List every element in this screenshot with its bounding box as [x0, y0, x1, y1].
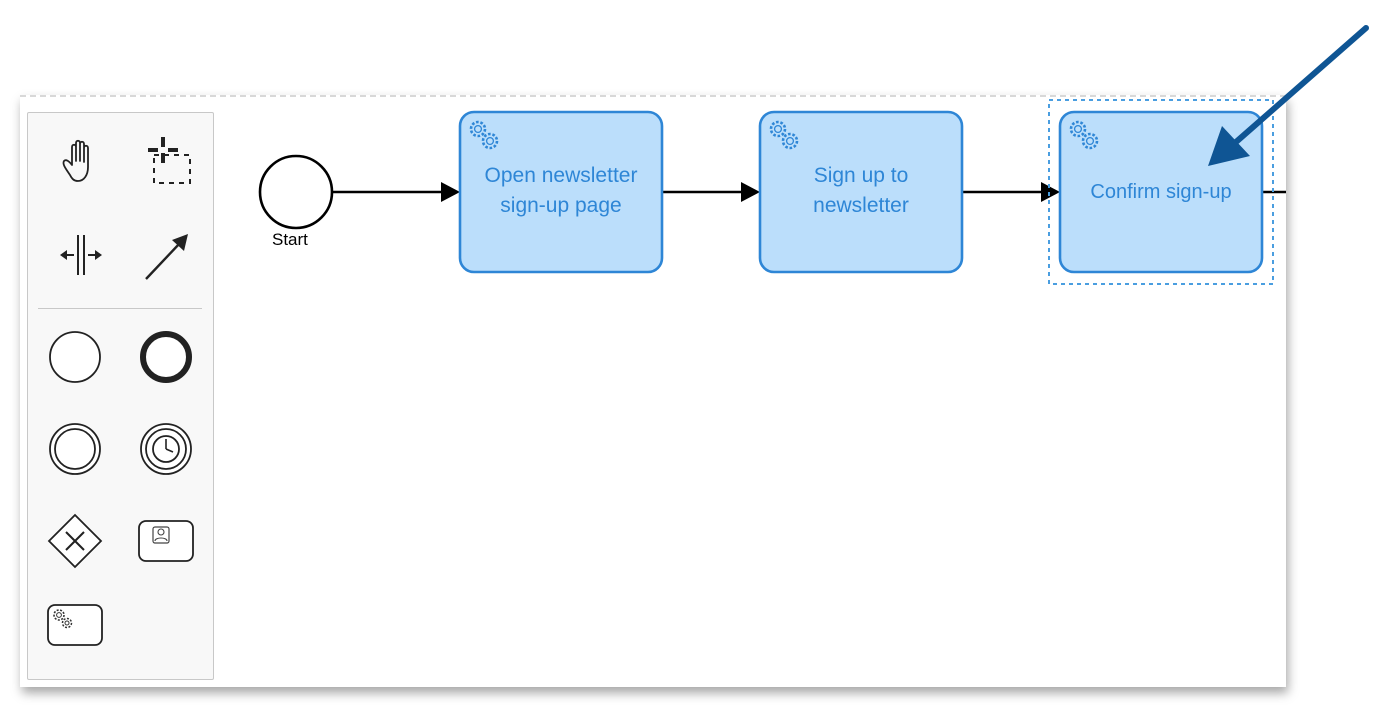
- timer-event-icon: [140, 423, 192, 475]
- space-tool-icon: [60, 235, 102, 275]
- task-label-confirm-sign-up: Confirm sign-up: [1060, 177, 1262, 207]
- service-task-open-newsletter[interactable]: [458, 110, 664, 274]
- intermediate-event-icon: [49, 423, 101, 475]
- hand-tool-button[interactable]: [48, 131, 112, 195]
- user-task-icon: [138, 520, 194, 562]
- start-event-label: Start: [272, 230, 308, 249]
- task-label-line: sign-up page: [500, 194, 622, 217]
- create-exclusive-gateway-button[interactable]: [43, 509, 107, 573]
- sequence-flow-task2-to-task3[interactable]: [962, 182, 1060, 202]
- tool-palette: [27, 112, 214, 680]
- start-event[interactable]: [258, 154, 334, 230]
- create-service-task-button[interactable]: [43, 593, 107, 657]
- task-label-open-newsletter: Open newsletter sign-up page: [460, 161, 662, 221]
- selection-outline: [1048, 99, 1274, 285]
- space-tool-button[interactable]: [48, 223, 112, 287]
- task-label-line: Open newsletter: [484, 164, 638, 187]
- create-timer-event-button[interactable]: [134, 417, 198, 481]
- create-start-event-button[interactable]: [43, 325, 107, 389]
- end-event-icon: [140, 331, 192, 383]
- sequence-flow-task1-to-task2[interactable]: [662, 182, 760, 202]
- palette-separator: [38, 308, 202, 309]
- service-task-icon: [47, 604, 103, 646]
- annotation-arrow-icon: [1208, 25, 1369, 166]
- sequence-flow-start-to-task1[interactable]: [332, 182, 460, 202]
- hand-tool-icon: [62, 139, 89, 182]
- task-label-line: Sign up to: [813, 164, 909, 187]
- create-intermediate-event-button[interactable]: [43, 417, 107, 481]
- start-event-icon: [49, 331, 101, 383]
- task-label-line: Confirm sign-up: [1090, 181, 1232, 203]
- create-end-event-button[interactable]: [134, 325, 198, 389]
- create-user-task-button[interactable]: [134, 509, 198, 573]
- service-task-sign-up[interactable]: [758, 110, 964, 274]
- connect-tool-button[interactable]: [134, 223, 198, 287]
- service-task-confirm-sign-up[interactable]: [1048, 99, 1274, 285]
- task-label-line: newsletter: [813, 194, 909, 217]
- lasso-tool-icon: [148, 137, 191, 184]
- connect-tool-icon: [145, 234, 188, 280]
- task-label-sign-up: Sign up to newsletter: [760, 161, 962, 221]
- exclusive-gateway-icon: [47, 513, 103, 569]
- lasso-tool-button[interactable]: [134, 131, 198, 195]
